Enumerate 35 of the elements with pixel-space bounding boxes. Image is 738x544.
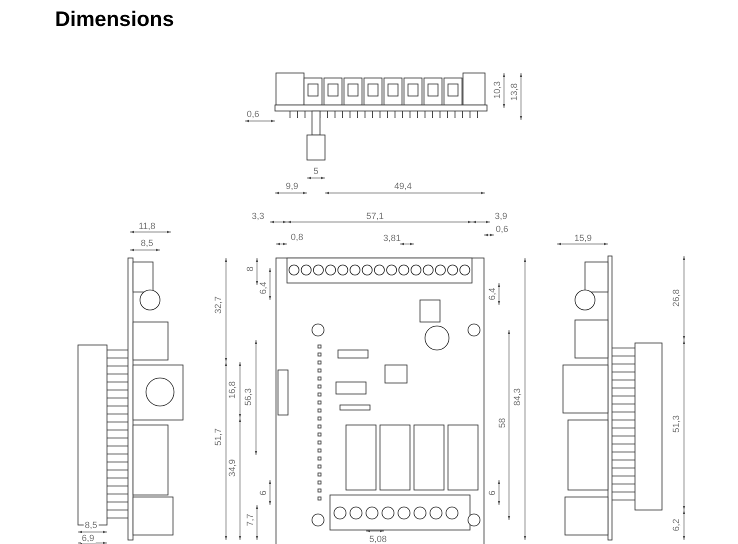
dimension-value: 11,8 bbox=[138, 221, 156, 231]
dimension-value: 6,4 bbox=[487, 286, 497, 302]
dimension-value: 8,5 bbox=[140, 238, 154, 248]
dimension-value: 7,7 bbox=[245, 512, 255, 528]
dimension-value: 10,3 bbox=[492, 80, 502, 100]
dimension-value: 16,8 bbox=[227, 380, 237, 400]
dimension-value: 15,9 bbox=[573, 233, 593, 243]
dimension-value: 9,9 bbox=[284, 181, 300, 191]
dimension-value: 0,8 bbox=[290, 232, 304, 242]
dimension-value: 3,3 bbox=[250, 211, 266, 221]
dimension-value: 6,9 bbox=[80, 533, 96, 543]
dimension-value: 5 bbox=[312, 166, 320, 176]
dimension-value: 6 bbox=[487, 490, 497, 496]
dimension-value: 6,2 bbox=[671, 518, 681, 532]
dimension-value: 32,7 bbox=[213, 295, 223, 315]
dimension-value: 26,8 bbox=[671, 288, 681, 308]
dimension-value: 84,3 bbox=[512, 387, 522, 407]
dimension-value: 3,9 bbox=[494, 211, 508, 221]
dimension-value: 58 bbox=[497, 417, 507, 429]
dimension-value: 13,8 bbox=[509, 82, 519, 102]
dimension-value: 0,6 bbox=[494, 224, 510, 234]
dimension-value: 8 bbox=[245, 266, 255, 272]
dimension-value: 51,3 bbox=[671, 414, 681, 434]
dimension-value: 3,81 bbox=[382, 233, 402, 243]
dimension-value: 57,1 bbox=[365, 211, 385, 221]
dimension-value: 6 bbox=[258, 490, 268, 496]
dimension-value: 6,4 bbox=[258, 280, 268, 296]
dimension-value: 5,08 bbox=[368, 534, 388, 544]
dimension-value: 51,7 bbox=[213, 427, 223, 447]
dimension-value: 8,5 bbox=[84, 520, 98, 530]
dimension-value: 49,4 bbox=[393, 181, 413, 191]
dimension-value: 0,6 bbox=[246, 109, 260, 119]
dimension-value: 34,9 bbox=[227, 458, 237, 478]
dimension-value: 56,3 bbox=[243, 387, 253, 407]
title: Dimensions bbox=[55, 8, 174, 32]
